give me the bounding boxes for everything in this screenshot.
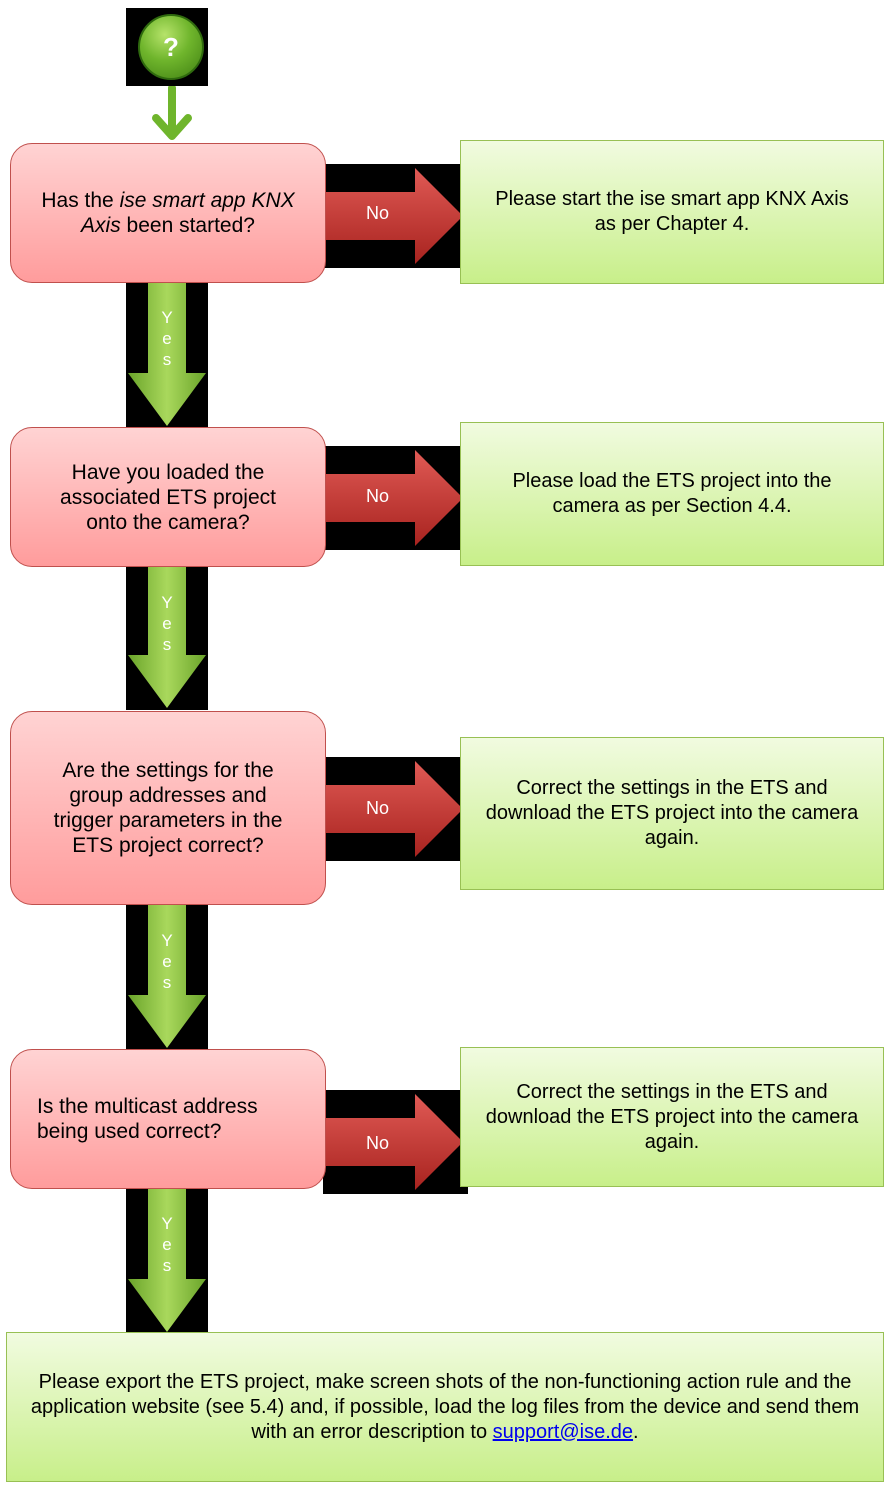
no-arrow-2: [323, 450, 463, 546]
question-text-1: Has the ise smart app KNX Axis been star…: [41, 189, 295, 237]
question-box-1: Has the ise smart app KNX Axis been star…: [10, 143, 326, 283]
no-arrow-3: [323, 761, 463, 857]
question-text-4: Is the multicast address being used corr…: [37, 1095, 258, 1143]
yes-label-1: Y e s: [161, 308, 173, 369]
start-arrow: [152, 86, 192, 140]
action-box-4: Correct the settings in the ETS and down…: [460, 1047, 884, 1187]
no-label-2: No: [366, 486, 390, 506]
question-text-2: Have you loaded the associated ETS proje…: [60, 460, 276, 534]
yes-label-4: Y e s: [161, 1214, 173, 1275]
action-text-4: Correct the settings in the ETS and down…: [485, 1080, 859, 1153]
start-symbol: ?: [163, 31, 179, 62]
yes-label-3: Y e s: [161, 931, 173, 992]
action-box-3: Correct the settings in the ETS and down…: [460, 737, 884, 890]
no-arrow-1: [323, 168, 463, 264]
start-node: ?: [138, 14, 204, 80]
final-action-box: Please export the ETS project, make scre…: [6, 1332, 884, 1482]
action-text-1: Please start the ise smart app KNX Axis …: [495, 188, 849, 235]
action-box-1: Please start the ise smart app KNX Axis …: [460, 140, 884, 284]
yes-arrow-3: [128, 905, 206, 1048]
yes-arrow-2: [128, 567, 206, 708]
question-box-2: Have you loaded the associated ETS proje…: [10, 427, 326, 567]
action-box-2: Please load the ETS project into the cam…: [460, 422, 884, 566]
support-email-link[interactable]: support@ise.de: [492, 1420, 634, 1443]
question-box-3: Are the settings for the group addresses…: [10, 711, 326, 905]
yes-arrow-1: [128, 283, 206, 426]
yes-label-2: Y e s: [161, 593, 173, 654]
final-action-text: Please export the ETS project, make scre…: [30, 1370, 860, 1443]
yes-arrow-4: [128, 1189, 206, 1332]
question-text-3: Are the settings for the group addresses…: [53, 759, 283, 857]
question-box-4: Is the multicast address being used corr…: [10, 1049, 326, 1189]
no-label-3: No: [366, 798, 390, 818]
action-text-2: Please load the ETS project into the cam…: [512, 470, 832, 517]
no-label-4: No: [366, 1133, 390, 1153]
no-label-1: No: [366, 203, 390, 223]
action-text-3: Correct the settings in the ETS and down…: [485, 777, 859, 849]
no-arrow-4: [323, 1094, 463, 1190]
app-name: ise smart app KNX Axis: [81, 189, 295, 237]
